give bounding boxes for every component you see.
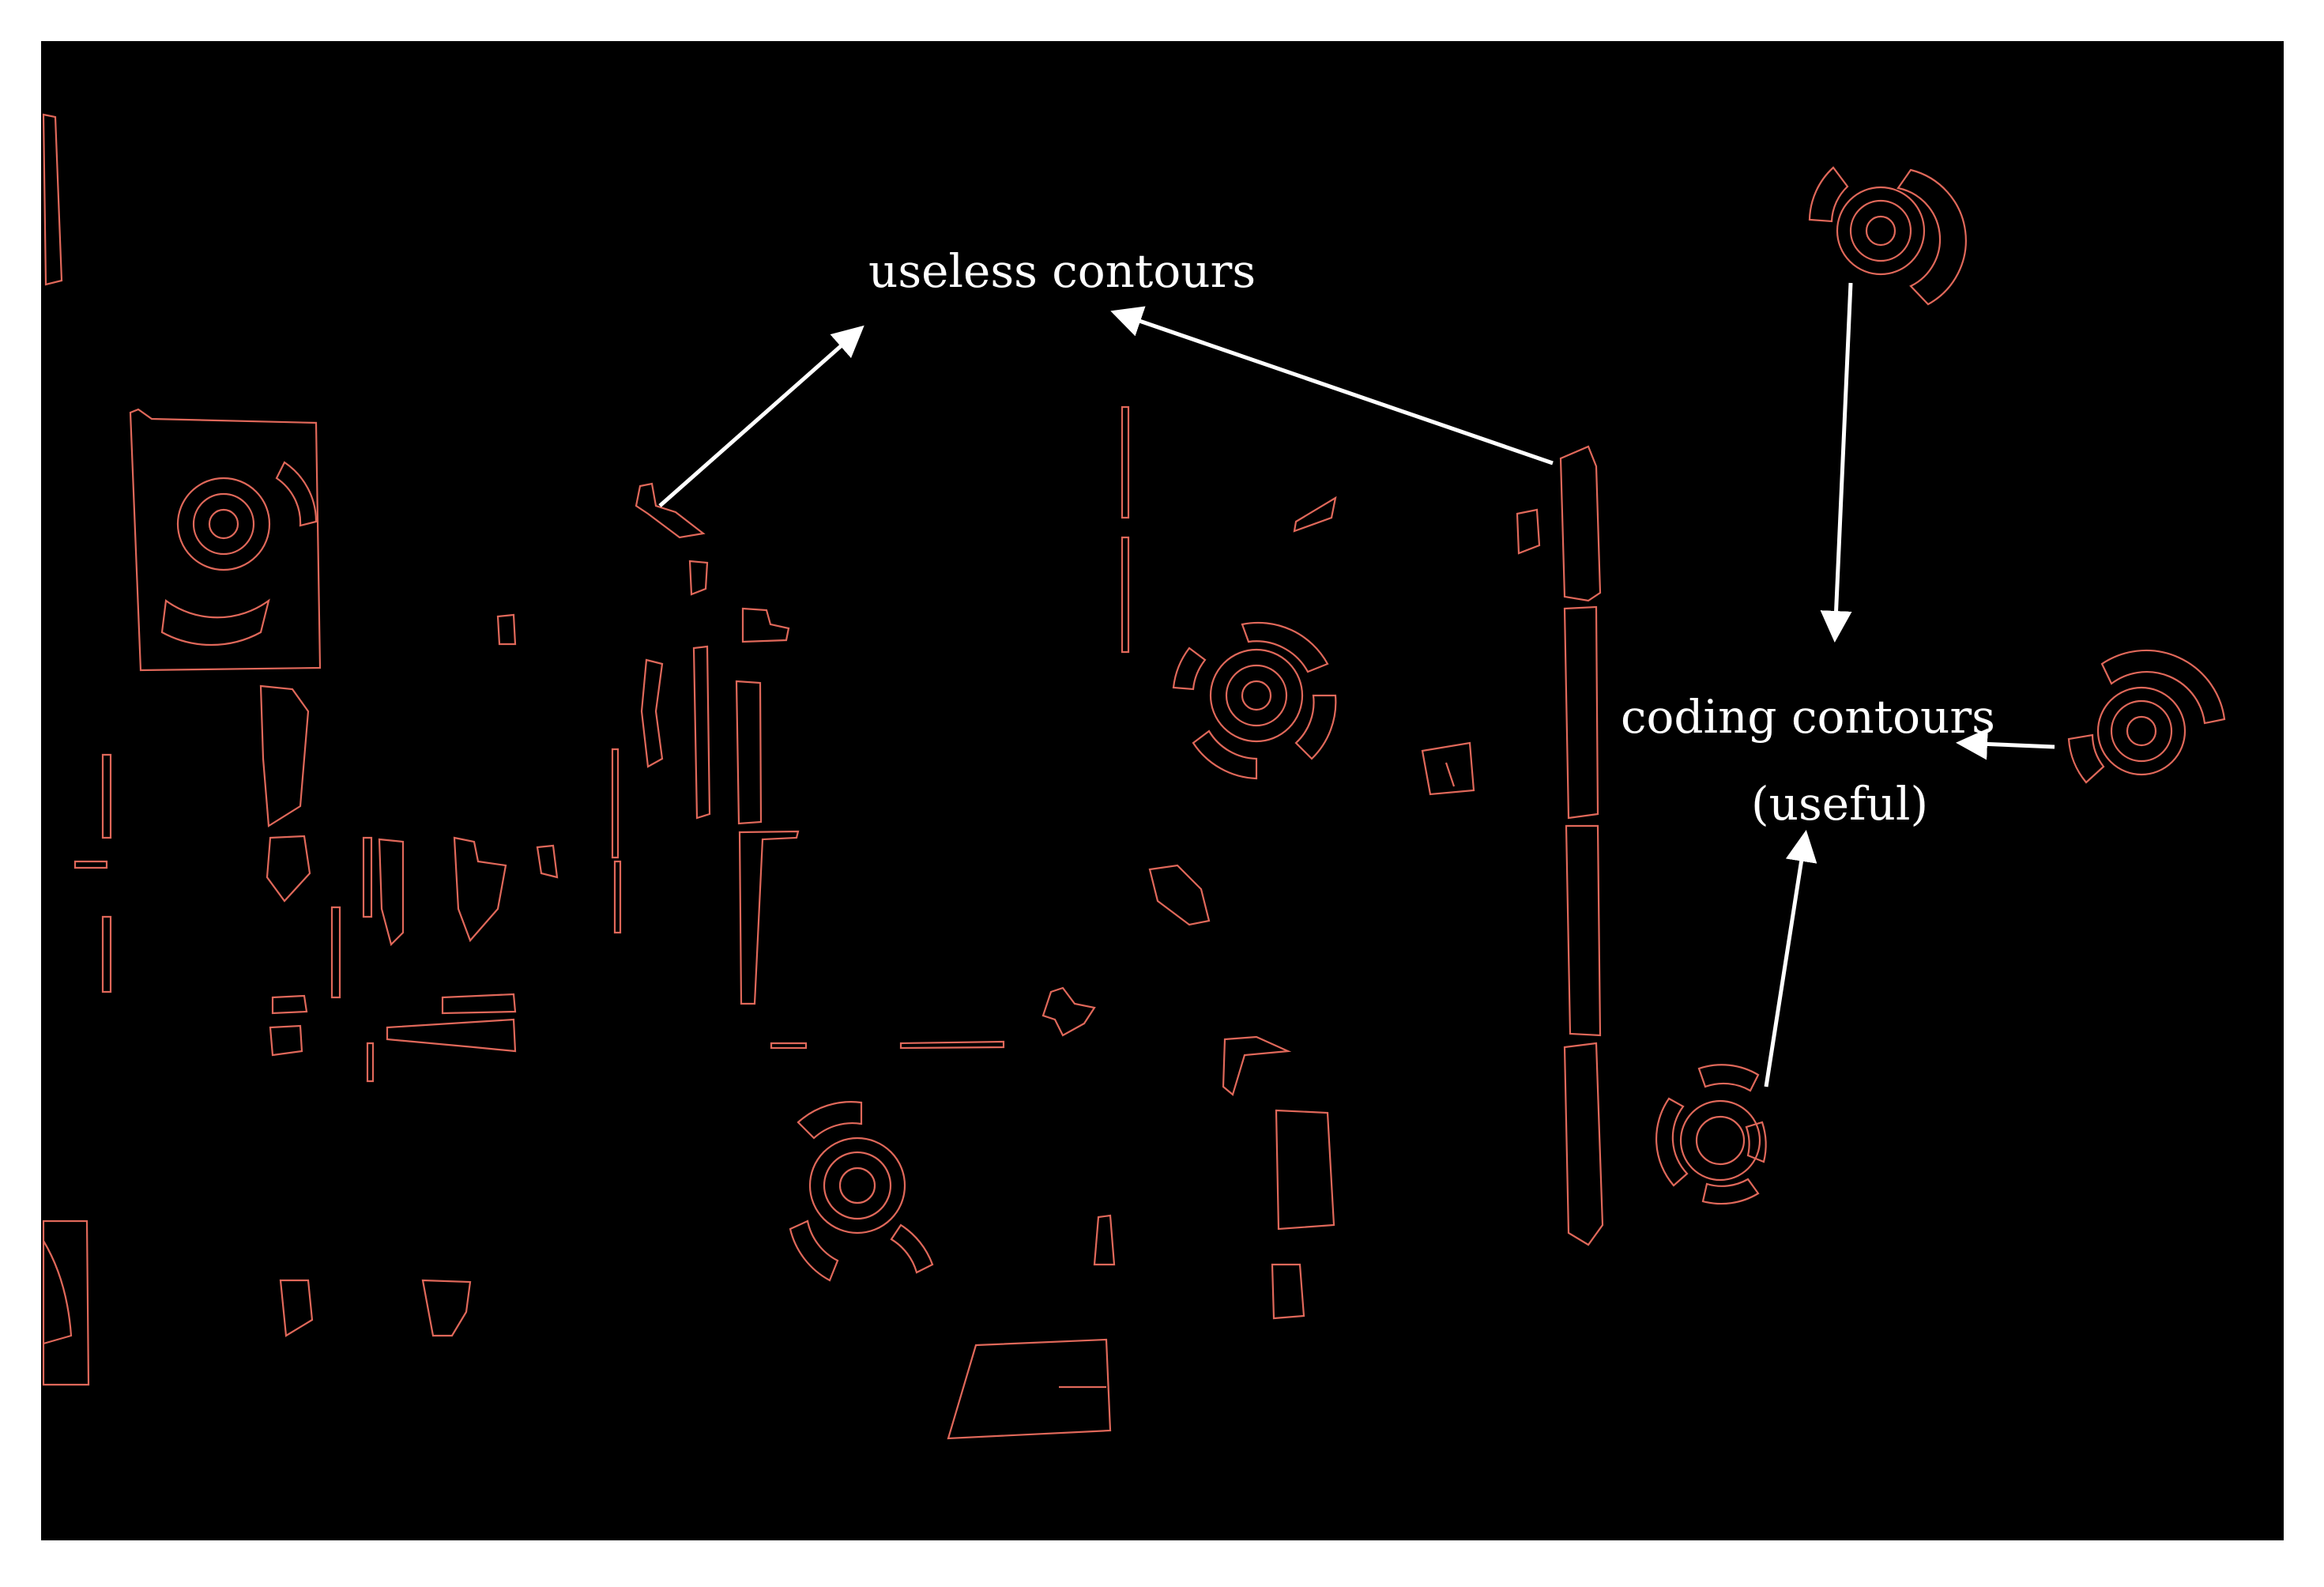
coding-target-left-framed (129, 408, 322, 672)
coding-target-bottom-right (1655, 1064, 1767, 1205)
useful-label: (useful) (1751, 777, 1929, 831)
coding-contours-label: coding contours (1621, 690, 1995, 744)
arrow-coding-from-bottom (1764, 830, 1817, 1088)
contour-canvas (42, 113, 2226, 1440)
coding-target-right (2067, 649, 2226, 784)
coding-target-top-right (1808, 166, 1967, 306)
contour-image: useless contours coding contours (useful… (41, 41, 2284, 1540)
arrow-coding-from-right (1956, 728, 2055, 760)
coding-target-lower-center (789, 1101, 934, 1282)
noise-contours (42, 113, 1604, 1440)
annotation-arrows (658, 282, 2055, 1088)
coding-target-center (1172, 621, 1337, 780)
useless-contours-label: useless contours (868, 244, 1256, 298)
arrow-useless-left (658, 325, 864, 507)
arrow-useless-right (1110, 306, 1554, 466)
arrow-coding-from-top (1820, 282, 1853, 643)
